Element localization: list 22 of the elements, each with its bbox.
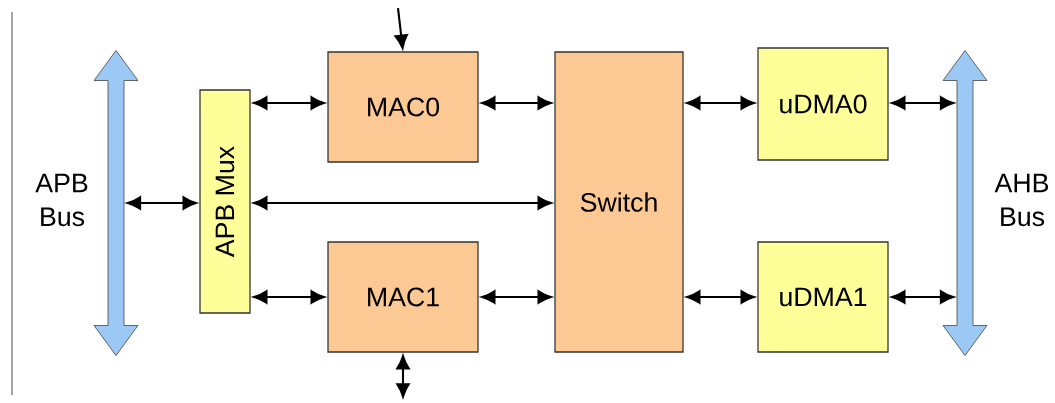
mac-box: MAC0 (327, 51, 479, 163)
arrow (686, 290, 755, 304)
dma-box: uDMA1 (757, 241, 889, 353)
arrow (891, 96, 955, 110)
arrow (394, 7, 408, 49)
arrow (481, 290, 552, 304)
mux-box: APB Mux (199, 89, 251, 314)
mac-box: MAC1 (327, 241, 479, 353)
arrow (253, 96, 325, 110)
arrow (686, 96, 755, 110)
arrow (253, 196, 552, 210)
bus-arrow (942, 50, 988, 356)
arrow (481, 96, 552, 110)
arrow (396, 355, 410, 398)
bus-label: AHB Bus (994, 173, 1049, 227)
switch-box: Switch (554, 51, 684, 353)
dma-box: uDMA0 (757, 47, 889, 161)
arrow (253, 290, 325, 304)
bus-arrow (93, 50, 139, 356)
bus-label: APB Bus (35, 173, 88, 227)
arrow (891, 290, 955, 304)
arrow (126, 196, 197, 210)
